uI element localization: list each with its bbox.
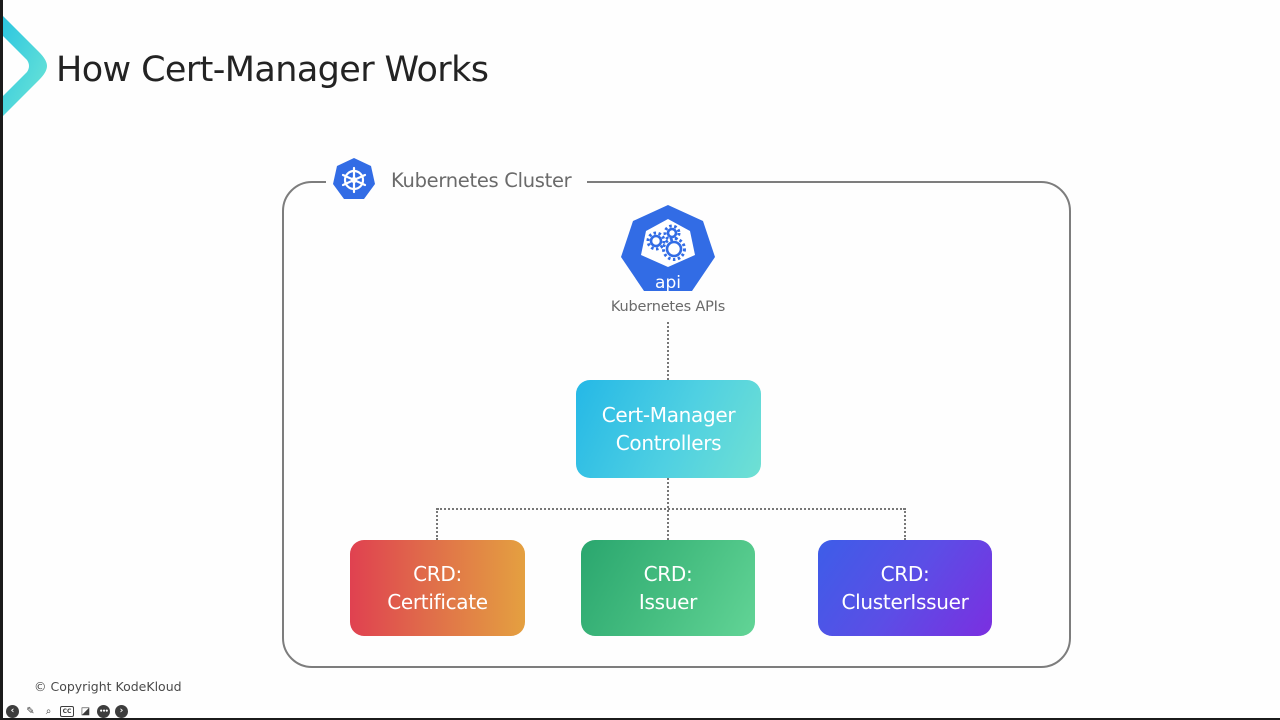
crd-kind: ClusterIssuer [841, 590, 969, 614]
previous-icon[interactable]: ‹ [6, 704, 19, 718]
next-icon[interactable]: › [115, 704, 128, 718]
camera-off-icon[interactable]: ◪ [80, 705, 91, 717]
chevron-accent-icon [3, 16, 47, 116]
slide-title: How Cert-Manager Works [56, 50, 489, 90]
crd-label: CRD: [413, 562, 462, 586]
crd-kind: Issuer [638, 590, 698, 614]
connector-crd-bus [437, 508, 905, 510]
crd-label: CRD: [880, 562, 930, 586]
crd-label: CRD: [643, 562, 693, 586]
player-toolbar: ‹ ✎ ⌕ CC ◪ ••• › [6, 703, 128, 719]
controllers-line2: Controllers [615, 431, 722, 455]
kubernetes-api-icon: api [621, 205, 715, 293]
kubernetes-apis-label: Kubernetes APIs [610, 299, 726, 315]
api-icon-text: api [655, 273, 681, 293]
crd-kind: Certificate [387, 590, 488, 614]
crd-certificate-node: CRD: Certificate [350, 540, 525, 636]
cluster-header: Kubernetes Cluster [326, 156, 588, 204]
controllers-line1: Cert-Manager [601, 403, 736, 427]
cert-manager-controllers-node: Cert-Manager Controllers [576, 380, 761, 478]
copyright-text: © Copyright KodeKloud [34, 679, 182, 694]
kubernetes-cluster-boundary [282, 181, 1071, 668]
connector-to-clusterissuer [904, 508, 906, 540]
cluster-label: Kubernetes Cluster [391, 168, 572, 192]
zoom-icon[interactable]: ⌕ [45, 705, 52, 717]
connector-api-to-controllers [667, 322, 669, 380]
connector-to-certificate [436, 508, 438, 540]
more-icon[interactable]: ••• [97, 704, 110, 718]
kubernetes-helm-icon [333, 158, 375, 199]
crd-clusterissuer-node: CRD: ClusterIssuer [818, 540, 992, 636]
pen-icon[interactable]: ✎ [26, 705, 35, 717]
crd-issuer-node: CRD: Issuer [581, 540, 755, 636]
captions-icon[interactable]: CC [60, 705, 74, 717]
